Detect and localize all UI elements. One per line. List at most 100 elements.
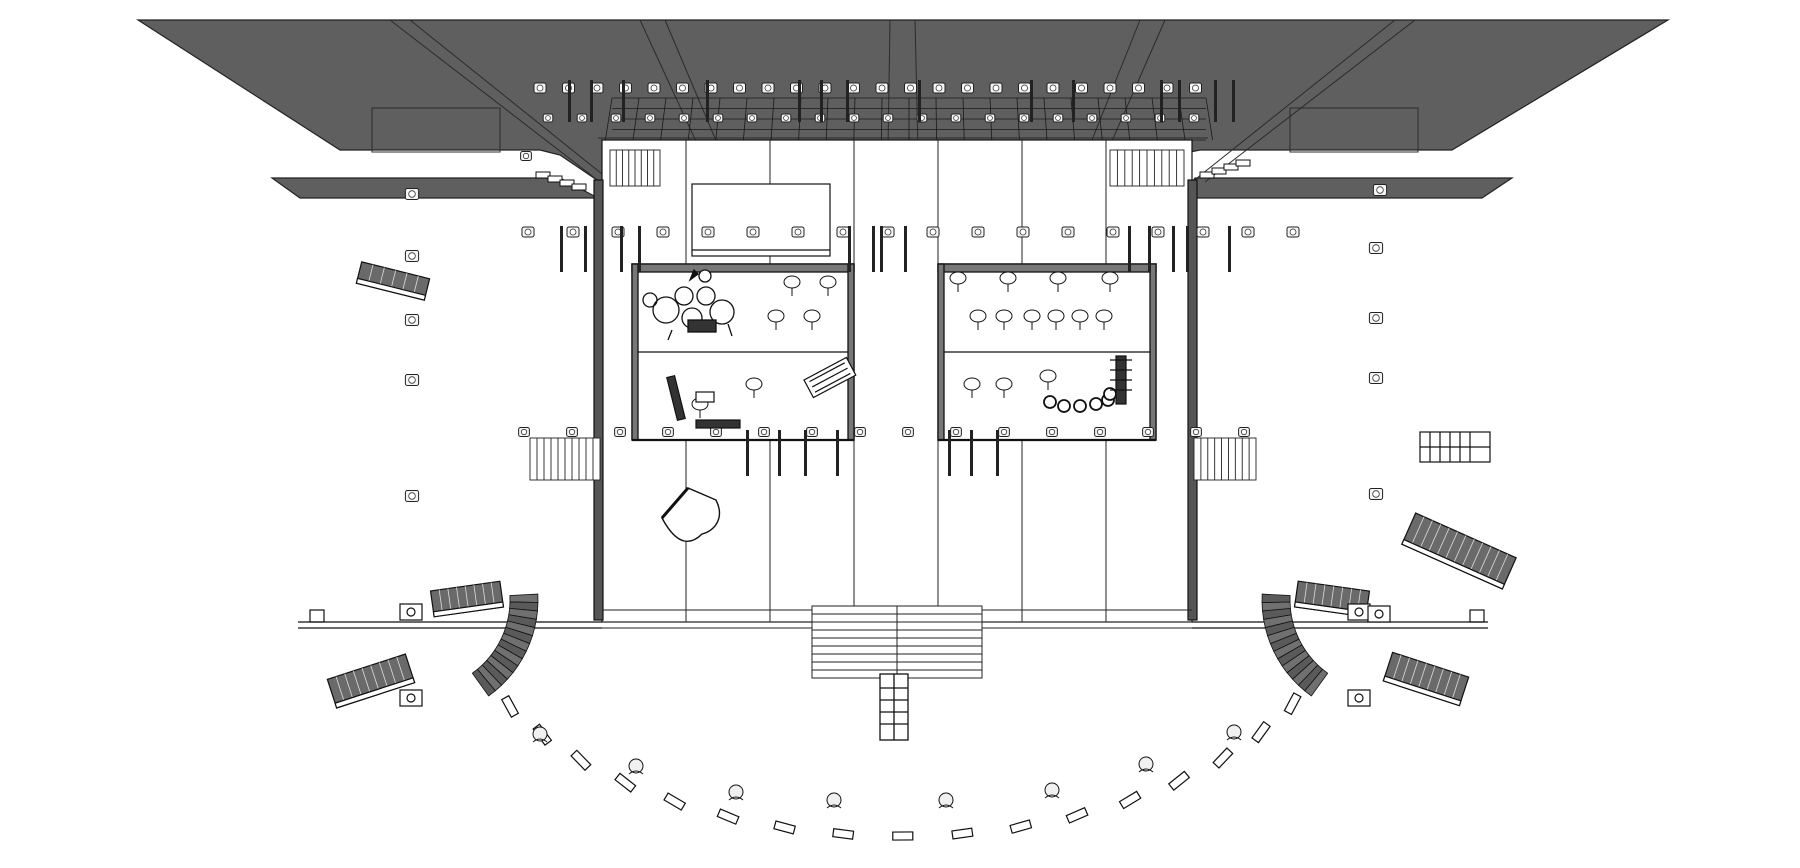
monitor-wedge-icon [832, 828, 855, 840]
spotlight-icon [662, 427, 674, 437]
spotlight-icon [1190, 427, 1202, 437]
monitor-box [399, 603, 423, 621]
spotlight-icon [1106, 226, 1120, 238]
speaker-stack-icon [326, 653, 416, 709]
spotlight-icon [1368, 242, 1384, 254]
stairs-side-right [1193, 437, 1257, 481]
monitor-box [1347, 603, 1371, 621]
spotlight-icon [404, 188, 420, 200]
spotlight-icon [1241, 226, 1255, 238]
monitor-box [1347, 689, 1371, 707]
spotlight-icon [1368, 372, 1384, 384]
spotlight-icon [676, 82, 689, 94]
truss-pipe [590, 80, 593, 122]
spotlight-icon [1132, 82, 1145, 94]
mic-stand [804, 430, 807, 476]
lighting-fixtures [404, 80, 1388, 502]
spotlight-icon [710, 427, 722, 437]
line-array-icon [471, 593, 539, 697]
spotlight-icon [984, 113, 996, 123]
audience-figure [1044, 782, 1060, 799]
side-light-bar [1199, 159, 1251, 179]
spotlight-icon [971, 226, 985, 238]
keyboard-icon [666, 356, 857, 429]
truss-pipe [798, 80, 801, 122]
riser-right [937, 263, 1157, 442]
spotlight-icon [1286, 226, 1300, 238]
riser-left [631, 263, 855, 442]
mic-stand [638, 226, 641, 272]
truss-pipe [706, 80, 709, 122]
spotlight-icon [1075, 82, 1088, 94]
spotlight-icon [780, 113, 792, 123]
mic-stand [584, 226, 587, 272]
chair-icon [1095, 309, 1113, 330]
spotlight-icon [520, 151, 532, 161]
spotlight-icon [989, 82, 1003, 94]
spotlight-icon [1061, 226, 1075, 238]
chair-icon [1047, 309, 1065, 330]
spotlight-icon [746, 113, 758, 123]
mic-stand [1228, 226, 1231, 272]
monitor-wedge-icon [614, 772, 637, 793]
chair-icon [995, 309, 1013, 330]
spotlight-icon [836, 226, 850, 238]
mic-stand [778, 430, 781, 476]
spotlight-icon [518, 427, 530, 437]
spotlight-icon [1018, 113, 1030, 123]
spotlight-icon [1103, 82, 1117, 94]
mic-stand [560, 226, 563, 272]
spotlight-icon [678, 113, 690, 123]
monitor-wedge-icon [716, 808, 740, 825]
monitor-wedge-icon [500, 694, 520, 718]
spotlight-icon [758, 427, 770, 437]
spotlight-icon [619, 82, 632, 94]
spotlight-icon [404, 250, 420, 262]
spotlight-icon [614, 427, 626, 437]
spotlight-icon [882, 113, 894, 123]
drum-kit-icon [642, 268, 735, 341]
video-wall [691, 183, 831, 257]
audience-figure [826, 792, 842, 809]
truss-pipe [1072, 80, 1075, 122]
audience-seat-markers [500, 692, 1302, 841]
monitor-wedge-icon [1167, 770, 1191, 791]
monitor-wedge-icon [1251, 720, 1271, 744]
spotlight-icon [761, 82, 775, 94]
monitor-wedge-icon [1009, 819, 1033, 834]
stairs-upstage-right [1109, 149, 1185, 187]
chair-icon [963, 377, 981, 398]
spotlight-icon [404, 490, 420, 502]
mic-stand [880, 226, 883, 272]
spotlight-icon [881, 226, 895, 238]
mic-stand [872, 226, 875, 272]
truss-pipe [918, 80, 921, 122]
side-light-bar [535, 171, 587, 191]
chair-icon [999, 271, 1017, 292]
spotlight-icon [1189, 82, 1202, 94]
monitor-wedge-icon [773, 820, 797, 835]
mic-stand [620, 226, 623, 272]
monitor-wedge-icon [1283, 692, 1302, 716]
spotlight-icon [1018, 82, 1031, 94]
spotlight-icon [1188, 113, 1200, 123]
spotlight-icon [566, 226, 580, 238]
speaker-stack-icon [429, 580, 505, 618]
spotlight-icon [590, 82, 604, 94]
monitor-wedge-icon [1065, 806, 1089, 824]
spotlight-icon [1196, 226, 1210, 238]
mic-stand [1148, 226, 1151, 272]
monitor-wedge-icon [663, 792, 687, 811]
monitor-wedge-icon [1118, 790, 1142, 810]
spotlight-icon [746, 226, 760, 238]
equipment-rack-right [1419, 431, 1491, 463]
stairs-upstage-left [609, 149, 661, 187]
truss-pipe [568, 80, 571, 122]
spotlight-icon [848, 113, 860, 123]
mic-stand [970, 430, 973, 476]
audience-figure [1226, 724, 1242, 741]
spotlight-icon [733, 82, 746, 94]
spotlight-icon [998, 427, 1010, 437]
chair-icon [1023, 309, 1041, 330]
truss-pipe [1030, 80, 1033, 122]
